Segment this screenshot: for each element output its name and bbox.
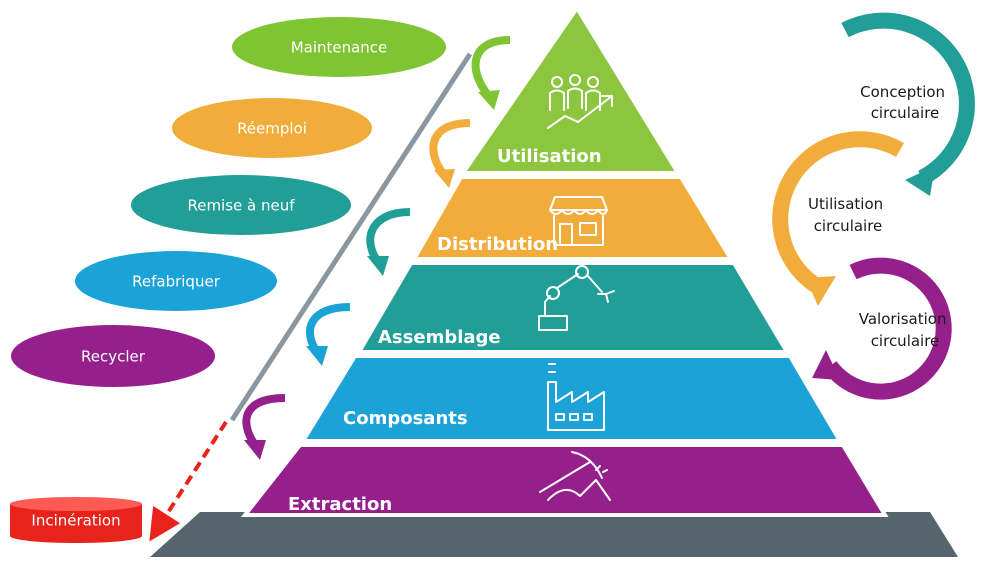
level-label-composants: Composants (343, 408, 468, 429)
svg-text:Réemploi: Réemploi (237, 120, 307, 138)
loop-arrowhead-refabriquer (306, 346, 328, 366)
loop-arrow-remise (366, 208, 411, 265)
svg-text:Recycler: Recycler (81, 348, 146, 366)
level-distribution (410, 175, 735, 261)
level-label-extraction: Extraction (288, 494, 392, 515)
cycle-arrowhead-conception (905, 166, 935, 196)
level-assemblage (355, 261, 791, 354)
level-extraction (240, 443, 889, 517)
pyramid (240, 4, 889, 517)
loop-arrow-maintenance (471, 36, 511, 98)
loop-arrow-refabriquer (305, 303, 351, 355)
cycle-label-conception: Conception circulaire (860, 83, 950, 122)
svg-text:Refabriquer: Refabriquer (132, 273, 221, 291)
strategy-maintenance: Maintenance (232, 17, 446, 77)
strategy-recycler: Recycler (11, 325, 215, 387)
cycle-arrowhead-utilisation (806, 276, 836, 306)
level-label-distribution: Distribution (437, 234, 558, 255)
incineration-bin: Incinération (10, 497, 142, 543)
cycle-ring-valorisation (823, 257, 952, 400)
people-growth-icon (547, 74, 613, 129)
factory-icon (547, 363, 605, 431)
incineration-label: Incinération (31, 512, 120, 530)
strategy-refabriquer: Refabriquer (75, 251, 277, 311)
cycle-arrowhead-valorisation (812, 350, 840, 380)
cycle-label-utilisation: Utilisation circulaire (808, 195, 888, 235)
loop-track-line (229, 52, 473, 422)
loop-arrowhead-reemploi (434, 169, 455, 188)
level-label-assemblage: Assemblage (378, 327, 501, 348)
pyramid-base (150, 512, 958, 557)
loop-arrow-recycler (242, 394, 286, 448)
level-label-utilisation: Utilisation (497, 146, 602, 167)
loop-arrowhead-maintenance (478, 90, 500, 110)
cycle-ring-utilisation (772, 131, 905, 295)
svg-text:Maintenance: Maintenance (291, 39, 388, 57)
incineration-arrow (149, 420, 228, 542)
strategy-reemploi: Réemploi (172, 98, 372, 158)
strategy-remise-a-neuf: Remise à neuf (131, 175, 351, 235)
loop-arrowhead-remise (367, 256, 389, 276)
loop-arrow-reemploi (429, 119, 471, 178)
shop-icon (549, 196, 608, 246)
svg-text:Remise à neuf: Remise à neuf (187, 197, 295, 215)
robot-arm-icon (538, 265, 615, 331)
pickaxe-icon (539, 451, 611, 501)
loop-arrowhead-recycler (244, 440, 266, 460)
cycle-ring-conception (841, 12, 975, 186)
cycle-label-valorisation: Valorisation circulaire (859, 310, 952, 350)
